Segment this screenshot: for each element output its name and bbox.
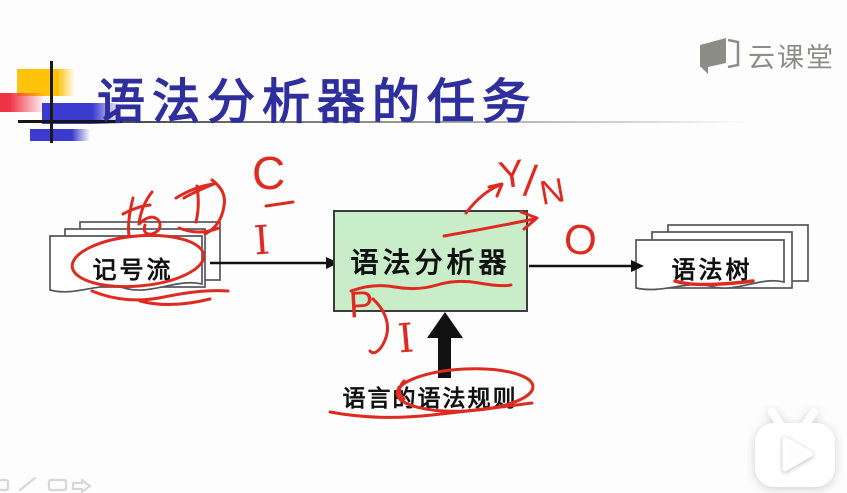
- handwritten-slash: /: [521, 156, 539, 207]
- title-accent-blue: [42, 103, 120, 124]
- handwritten-n: N: [536, 171, 568, 213]
- yunketang-logo-text: 云课堂: [748, 43, 835, 73]
- title-accent-blue-lower: [30, 129, 90, 141]
- logo-book-right: [727, 38, 740, 68]
- handwritten-scribble: [121, 178, 226, 238]
- yunketang-watermark: 云课堂: [698, 36, 835, 75]
- handwritten-i-rules: I: [396, 315, 416, 363]
- arrow-rules-shaft: [438, 336, 451, 378]
- handwritten-o: O: [561, 214, 600, 265]
- handwritten-i-input: I: [252, 217, 272, 265]
- logo-book-left: [700, 37, 726, 74]
- title-underline: [60, 121, 745, 123]
- play-overlay-icon[interactable]: [747, 405, 847, 493]
- token-stream-label: 记号流: [92, 257, 174, 284]
- title-accent-yellow: [17, 69, 75, 96]
- pen-icon: [18, 476, 37, 492]
- syntax-tree-label: 语法树: [671, 257, 753, 284]
- play-triangle-icon: [782, 436, 814, 472]
- rectangle-icon: [47, 478, 68, 492]
- pen-arrow-to-yn: [464, 182, 504, 215]
- title-cross-hline: [18, 120, 122, 123]
- handwritten-c: C: [252, 147, 286, 199]
- slide-title: 语法分析器的任务: [97, 76, 538, 129]
- parser-label: 语法分析器: [350, 247, 511, 278]
- yunketang-logo-icon: [700, 37, 740, 74]
- arrow-output-head-icon: [631, 260, 644, 272]
- ghost-partial-icon: [0, 478, 10, 492]
- grammar-rules-label: 语言的语法规则: [342, 385, 518, 411]
- dash-under-c: [264, 200, 295, 208]
- arrow-rules-head-icon: [427, 312, 463, 338]
- handwritten-p: P: [347, 283, 375, 326]
- parser-box: 语法分析器: [333, 210, 528, 312]
- title-cross-vline: [50, 61, 53, 143]
- arrow-right-icon: [71, 478, 92, 493]
- title-accent-red: [0, 93, 46, 112]
